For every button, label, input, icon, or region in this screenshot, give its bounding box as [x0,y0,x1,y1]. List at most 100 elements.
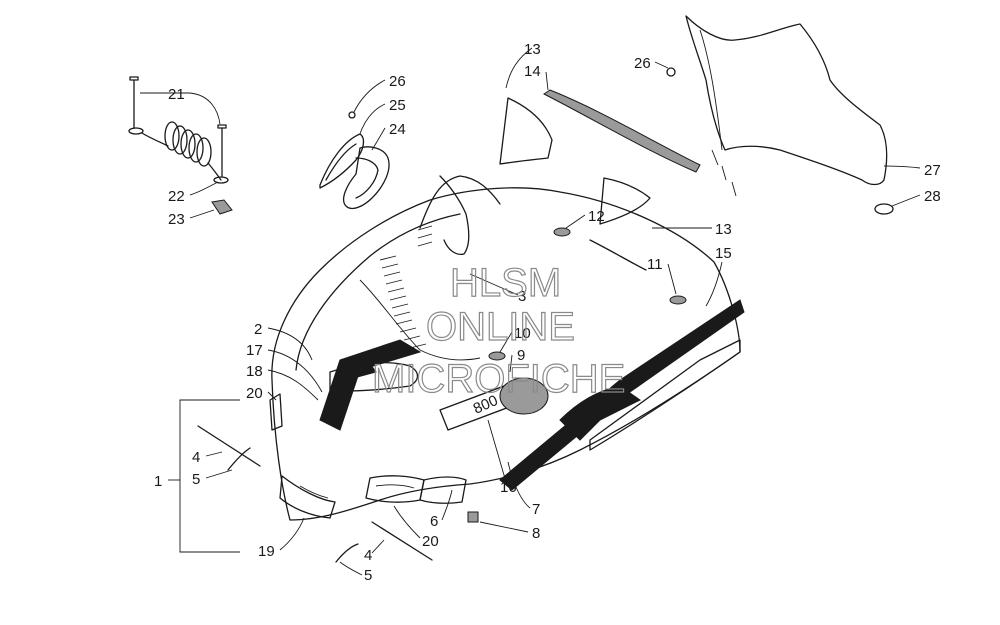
leader-26a [353,79,386,113]
washer-22-right [213,176,229,184]
vent-panel-25-inner [325,143,357,181]
windshield-side-13-right [599,177,651,225]
watermark: HLSM ONLINE MICROFICHE [371,260,626,401]
hood-contour-left [295,213,461,371]
washer-22-left [128,127,144,135]
callout-16: 16 [500,479,517,496]
callout-24: 24 [389,121,406,138]
windshield-assembly [499,15,894,225]
windshield-27 [685,15,888,186]
callout-28: 28 [924,188,941,205]
watermark-line-1: HLSM [450,261,561,305]
headlight-lens-20 [365,475,425,503]
callout-5-upper: 5 [192,471,200,488]
callout-26-left: 26 [389,73,406,90]
pin-4-lower [371,521,433,561]
callout-labels: 21 22 23 26 25 24 13 14 26 27 28 12 13 1… [154,41,941,584]
leader-7 [507,461,531,509]
hood-pins [197,425,433,563]
nut-23 [211,199,233,215]
leader-20b [393,505,421,539]
callout-13-upper: 13 [524,41,541,58]
leader-lines [140,47,921,576]
screw-21-top [129,76,139,81]
callout-13-right: 13 [715,221,732,238]
leader-28 [891,194,921,207]
callout-8: 8 [532,525,540,542]
spring-coils [164,121,212,167]
leader-14 [545,71,549,91]
decal-18-stripe [339,363,377,381]
leader-11 [667,263,677,295]
callout-2: 2 [254,321,262,338]
leader-17 [267,349,323,393]
grommet-28 [874,203,894,215]
callout-26-right: 26 [634,55,651,72]
leader-12 [565,214,586,229]
spring-hook [141,132,169,147]
lens-20-detail [375,484,415,489]
reflector-20-left [269,393,283,431]
callout-22: 22 [168,188,185,205]
vent-trim-24 [342,146,390,210]
leader-20a [267,391,277,401]
callout-4-upper: 4 [192,449,200,466]
callout-20-lower: 20 [422,533,439,550]
clip-5-upper [227,447,251,471]
leader-9 [509,354,513,373]
hood-crease-right [589,239,647,271]
nose-assembly [269,393,479,523]
callout-5-lower: 5 [364,567,372,584]
callout-14: 14 [524,63,541,80]
hood-spring-assembly [128,76,233,215]
callout-17: 17 [246,342,263,359]
callout-4-lower: 4 [364,547,372,564]
vent-panel-25 [319,133,365,189]
callout-1: 1 [154,473,162,490]
decal-15 [589,339,741,451]
screw-26-right [666,67,676,77]
screw-26-left [348,111,356,119]
callout-12: 12 [588,208,605,225]
leader-8 [479,521,529,533]
leader-3 [469,273,519,296]
leader-24 [371,127,386,151]
decal-18-outline [329,361,419,392]
callout-6: 6 [430,513,438,530]
leader-10 [499,331,513,353]
emblems [488,227,687,361]
leader-13a [505,47,533,89]
callout-18: 18 [246,363,263,380]
leader-27 [883,165,921,169]
leader-6 [441,489,453,521]
leader-4b [371,539,385,554]
lens-19-detail [299,485,329,499]
spring-end [207,162,222,181]
assembly-1-bracket [179,399,240,553]
hood-scoop-inner [439,175,470,256]
callout-7: 7 [532,501,540,518]
callout-15: 15 [715,245,732,262]
hood-vents-3 [379,225,433,349]
clip-8 [467,511,479,523]
leader-21-right [189,92,221,125]
decal-17 [319,339,422,431]
leader-5b [339,561,363,576]
leader-19 [279,517,305,551]
leader-4a [205,451,223,457]
vent-trim-24-inner [355,157,379,199]
decal-9-mesh [499,377,549,415]
callout-3: 3 [518,288,526,305]
hood-scoop [419,175,501,229]
windshield-edge-line [699,29,723,151]
watermark-line-2: ONLINE [426,305,575,349]
callout-19: 19 [258,543,275,560]
windshield-side-13-upper [499,97,553,165]
hood-vent-edge [359,279,481,361]
leader-23 [189,209,215,219]
screw-21-right-top [217,124,227,129]
leader-26b [654,61,669,69]
clip-5-lower [335,543,359,563]
callout-25: 25 [389,97,406,114]
